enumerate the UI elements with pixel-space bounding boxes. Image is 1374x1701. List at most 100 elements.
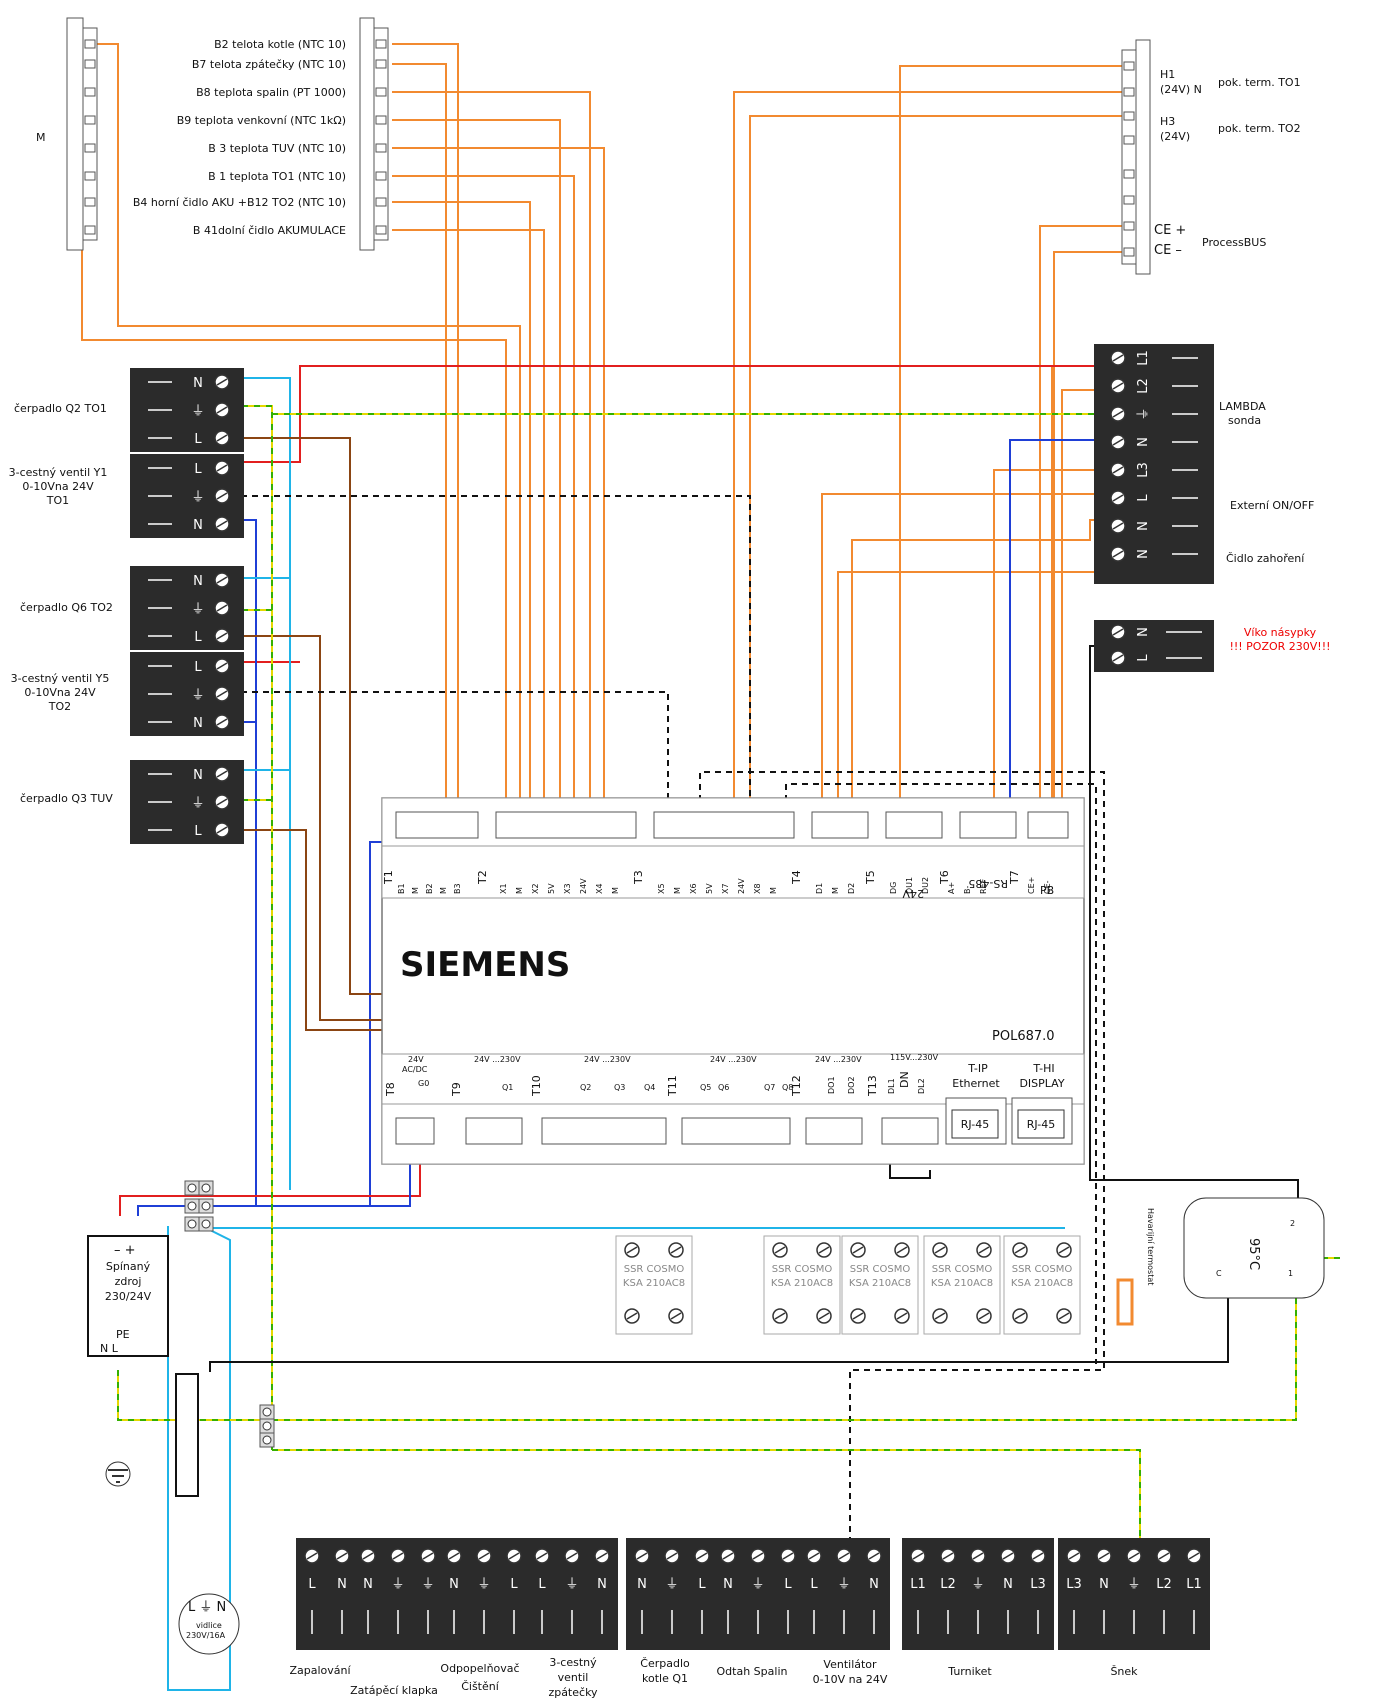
v24-label: 24V bbox=[902, 887, 924, 900]
junction-screw bbox=[187, 1183, 197, 1193]
sensor-wire bbox=[392, 91, 591, 834]
valve-y5-label: TO2 bbox=[48, 700, 71, 713]
connector-pin bbox=[1123, 247, 1135, 257]
screw-slot bbox=[934, 1312, 946, 1320]
dl-pin-label: DL2 bbox=[917, 1078, 926, 1094]
connector-pin bbox=[375, 197, 387, 207]
relay-label: Q6 bbox=[718, 1083, 729, 1092]
screw-slot bbox=[978, 1312, 990, 1320]
neutral-wire bbox=[230, 377, 291, 1190]
screw-slot bbox=[670, 1246, 682, 1254]
ce-plus-label: CE + bbox=[1154, 223, 1186, 238]
t13-voltage: 115V...230V bbox=[890, 1053, 939, 1062]
terminal-letter: N bbox=[193, 518, 203, 533]
controller-pin-label: X1 bbox=[499, 883, 508, 894]
connector-pin bbox=[375, 115, 387, 125]
label-cerp: Čerpadlo bbox=[640, 1657, 690, 1670]
sensor-wire bbox=[392, 175, 575, 834]
thermostat-name: Havarijní termostat bbox=[1146, 1208, 1155, 1285]
label-cerp: kotle Q1 bbox=[642, 1672, 688, 1685]
screw-slot bbox=[306, 1552, 318, 1560]
screw-slot bbox=[216, 492, 228, 500]
tip-label: T-IP bbox=[967, 1062, 988, 1075]
room-wire bbox=[749, 115, 1122, 834]
display-label: DISPLAY bbox=[1019, 1077, 1064, 1090]
screw-slot bbox=[808, 1552, 820, 1560]
terminal-letter: ⏚ bbox=[191, 490, 204, 505]
sensor-label: B4 horní čidlo AKU +B12 TO2 (NTC 10) bbox=[133, 196, 346, 209]
screw-slot bbox=[216, 718, 228, 726]
terminal-letter: L3 bbox=[1030, 1577, 1046, 1592]
sensor-wire bbox=[392, 229, 545, 834]
terminal-letter: ⏚ bbox=[191, 404, 204, 419]
plug-sub: 230V/16A bbox=[186, 1631, 226, 1640]
controller-pin-label: REF bbox=[979, 878, 988, 894]
screw-slot bbox=[868, 1552, 880, 1560]
sensor-connector bbox=[359, 17, 389, 251]
cidlo-wire bbox=[837, 571, 1118, 834]
terminal-letter: L2 bbox=[1156, 1577, 1172, 1592]
relay-label: Q8 bbox=[782, 1083, 793, 1092]
terminal-letter: N bbox=[193, 574, 203, 589]
neutral-wire bbox=[167, 1226, 1065, 1691]
connector-pin bbox=[84, 39, 96, 49]
screw-slot bbox=[362, 1552, 374, 1560]
screw-slot bbox=[782, 1552, 794, 1560]
screw-slot bbox=[1112, 628, 1124, 636]
screw-slot bbox=[216, 520, 228, 528]
terminal-letter: N bbox=[193, 768, 203, 783]
controller-pin-label: X2 bbox=[531, 883, 540, 894]
junction-screw bbox=[187, 1201, 197, 1211]
screw-slot bbox=[1128, 1552, 1140, 1560]
connector-pin bbox=[375, 143, 387, 153]
junction-screw bbox=[262, 1407, 272, 1417]
screw-slot bbox=[972, 1552, 984, 1560]
screw-slot bbox=[942, 1552, 954, 1560]
terminal-letter: N bbox=[1003, 1577, 1013, 1592]
screw-slot bbox=[838, 1552, 850, 1560]
junction-screw bbox=[201, 1219, 211, 1229]
screw-slot bbox=[1002, 1552, 1014, 1560]
screw-slot bbox=[216, 604, 228, 612]
ssr-label: SSR COSMO bbox=[850, 1264, 911, 1275]
connector-pin bbox=[1123, 135, 1135, 145]
terminal-letter: ⏚ bbox=[971, 1577, 984, 1592]
screw-slot bbox=[1112, 354, 1124, 362]
junction-screw bbox=[201, 1201, 211, 1211]
ssr-label: SSR COSMO bbox=[932, 1264, 993, 1275]
connector-pin bbox=[84, 225, 96, 235]
controller-pin-label: M bbox=[611, 887, 620, 894]
terminal-letter: L bbox=[810, 1577, 818, 1592]
screw-slot bbox=[216, 770, 228, 778]
terminal-letter: L2 bbox=[1136, 378, 1151, 394]
controller-pin-label: A+ bbox=[947, 882, 956, 894]
dn-label: DN bbox=[898, 1071, 911, 1088]
controller-model: POL687.0 bbox=[992, 1029, 1055, 1044]
controller-pin-label: M bbox=[439, 887, 448, 894]
pe-wire bbox=[230, 405, 273, 1450]
terminal-letter: L bbox=[194, 462, 202, 477]
do-pin-label: DO1 bbox=[827, 1076, 836, 1094]
do-pin-label: DO2 bbox=[847, 1076, 856, 1094]
terminal-block-bottom bbox=[712, 1538, 804, 1598]
t9-voltage: 24V ...230V bbox=[474, 1055, 521, 1064]
pe-wire bbox=[117, 1257, 1340, 1421]
screw-slot bbox=[1112, 466, 1124, 474]
sensor-wire bbox=[392, 119, 561, 834]
controller-pin-label: B1 bbox=[397, 883, 406, 894]
controller-group-label: T4 bbox=[790, 870, 803, 885]
connector-pin bbox=[1123, 87, 1135, 97]
screw-slot bbox=[774, 1312, 786, 1320]
screw-slot bbox=[626, 1312, 638, 1320]
connector-pin bbox=[1123, 61, 1135, 71]
screw-slot bbox=[774, 1246, 786, 1254]
screw-slot bbox=[216, 576, 228, 584]
controller-pin-label: D1 bbox=[815, 883, 824, 894]
relay-label: Q7 bbox=[764, 1083, 775, 1092]
terminal-letter: N bbox=[337, 1577, 347, 1592]
label-odtah: Odtah Spalin bbox=[717, 1665, 788, 1678]
screw-slot bbox=[666, 1552, 678, 1560]
earth-icon bbox=[105, 1461, 131, 1487]
controller-group-label: T13 bbox=[866, 1075, 879, 1097]
